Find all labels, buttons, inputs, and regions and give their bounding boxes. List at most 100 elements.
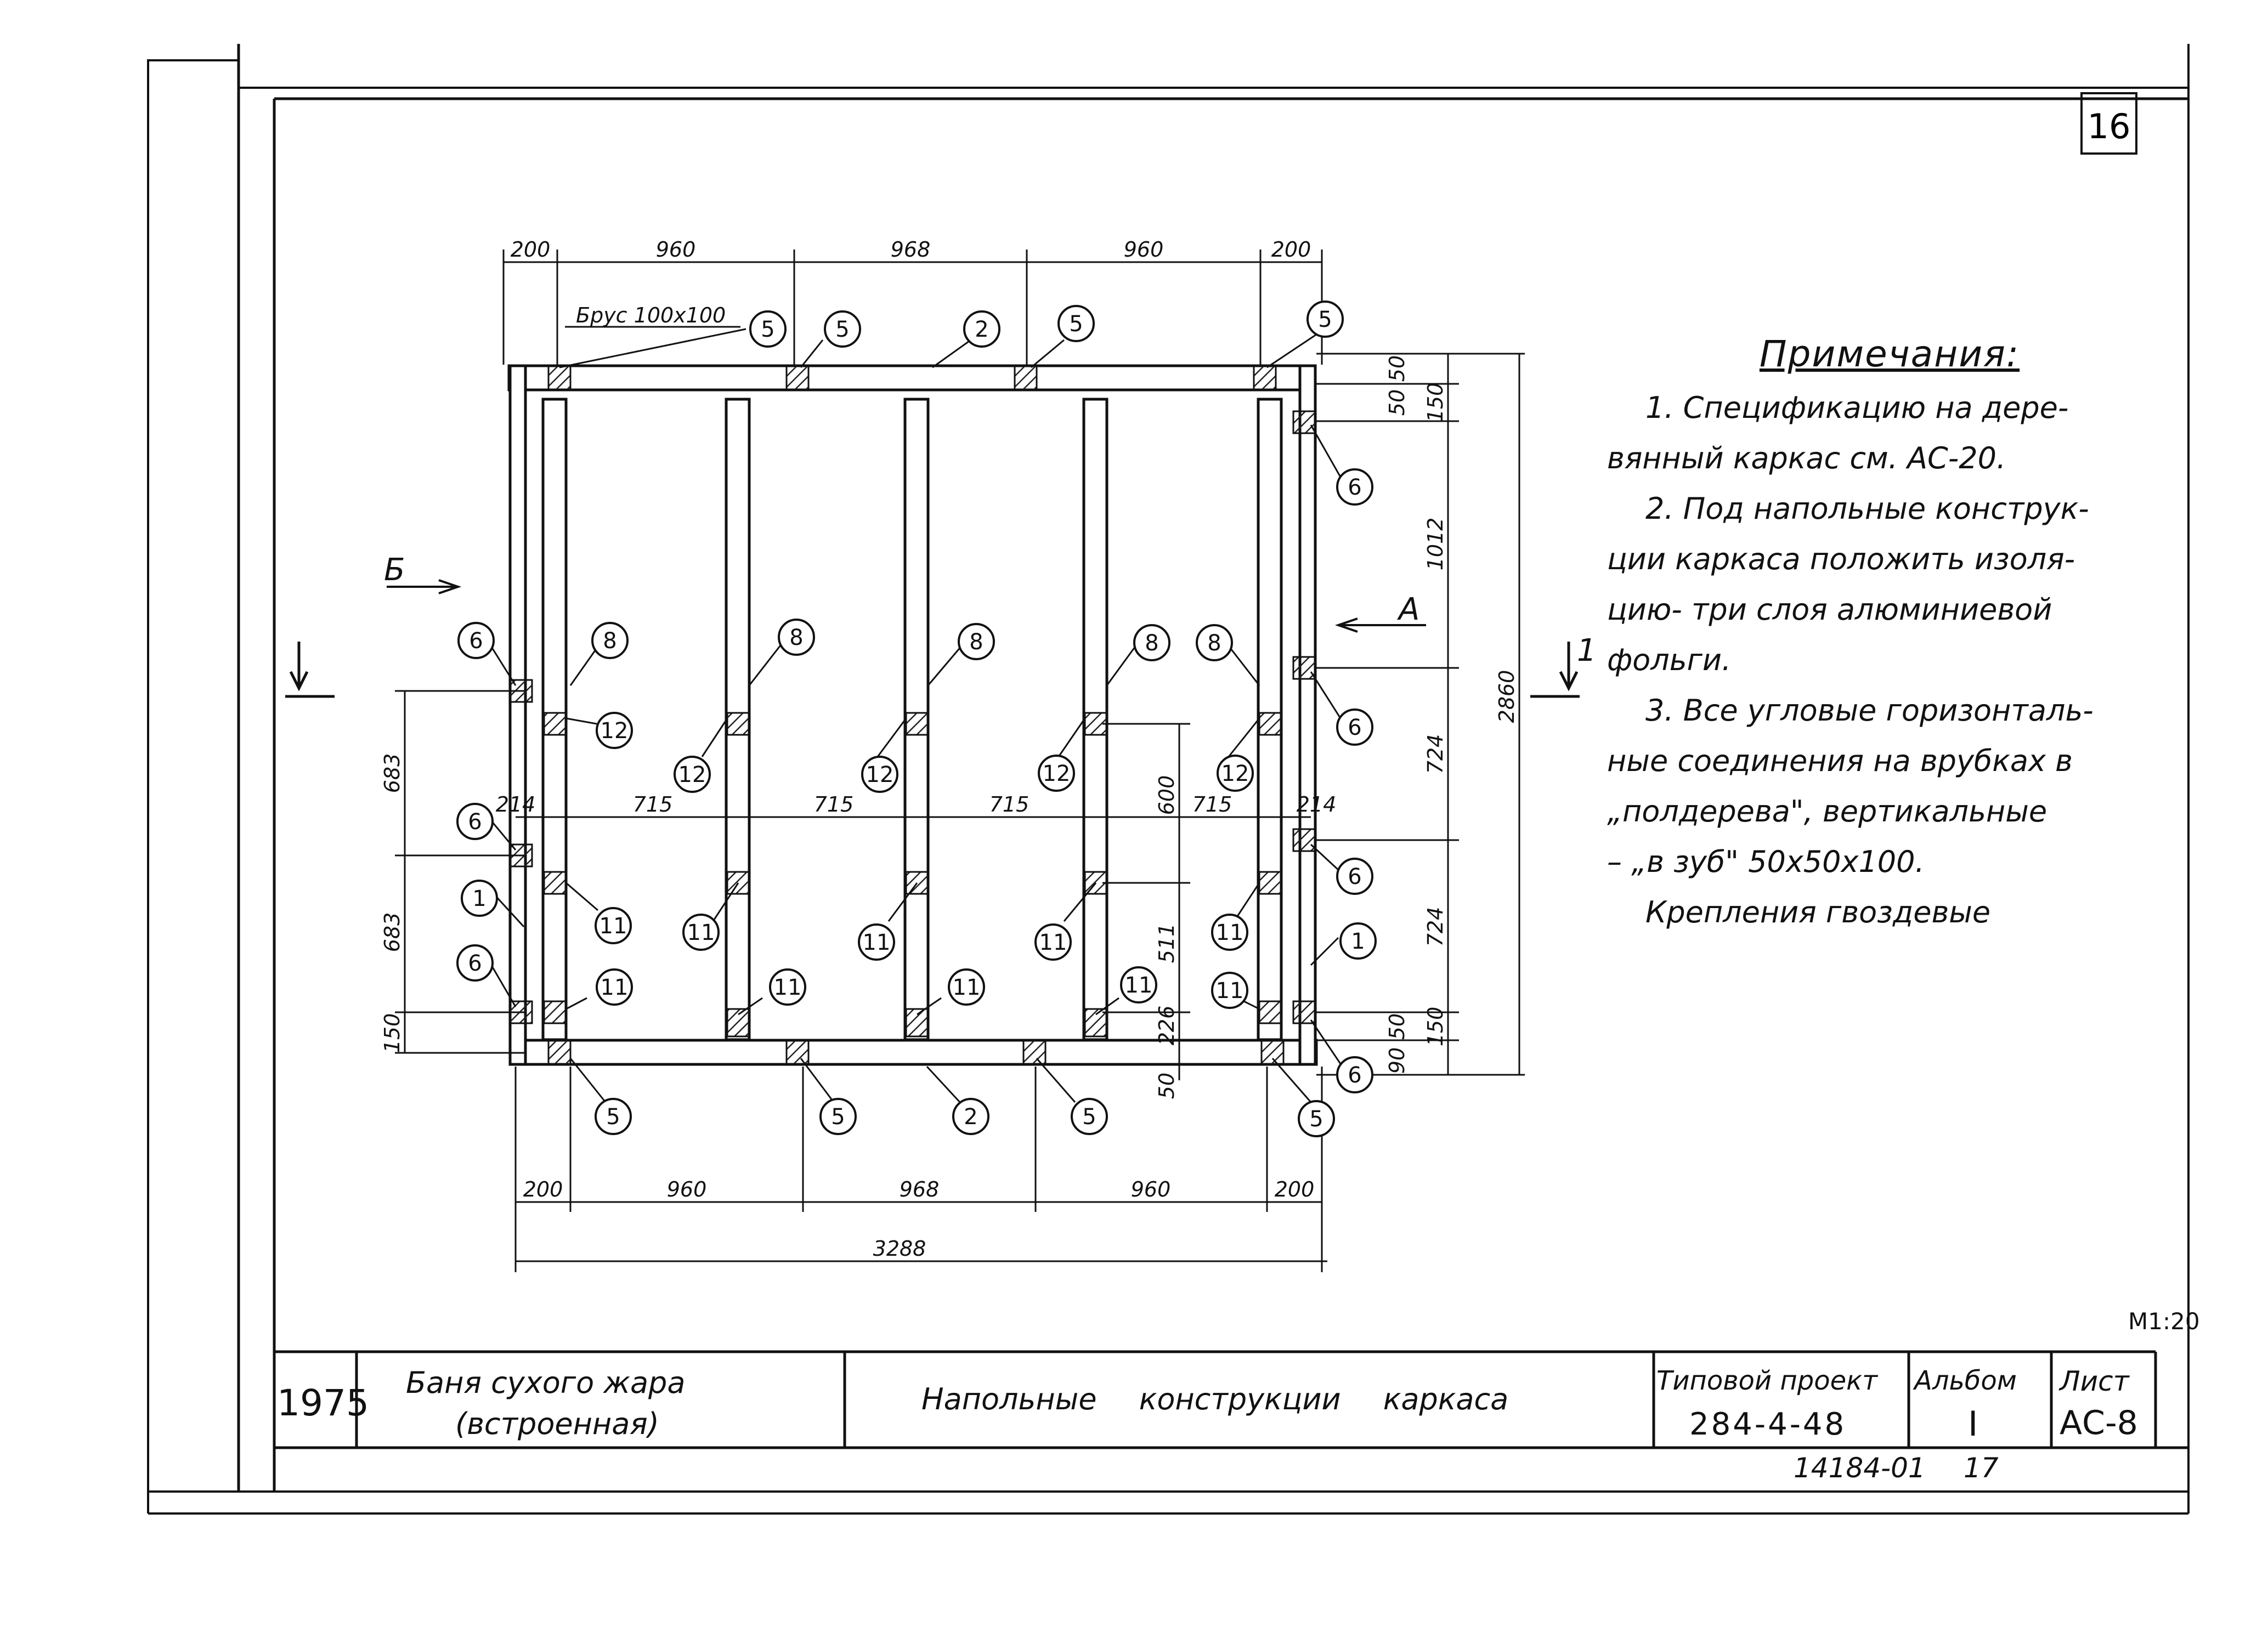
marker-8: 8 (1145, 631, 1158, 656)
dim-bottom-3: 968 (900, 1177, 940, 1201)
note-line: цию- три слоя алюминиевой (1607, 592, 2052, 627)
hatched-joints (509, 365, 1316, 1065)
note-line: фольги. (1607, 643, 1732, 677)
sheet-frame (147, 44, 2190, 1515)
marker-11: 11 (774, 975, 802, 1000)
marker-11: 11 (1039, 930, 1067, 955)
sheet-number: 16 (2088, 106, 2131, 146)
dim-inner-4: 50 (1155, 1073, 1179, 1099)
dim-mid-1: 214 (496, 792, 536, 817)
marker-6: 6 (1348, 1063, 1361, 1088)
marker-6: 6 (1348, 715, 1361, 740)
project-label: Типовой проект (1656, 1365, 1878, 1396)
dim-total-height: 2860 (1495, 670, 1519, 723)
marker-5: 5 (761, 317, 774, 342)
dim-mid-5: 715 (1192, 792, 1232, 817)
marker-6: 6 (1348, 864, 1361, 889)
dim-right-5: 724 (1423, 734, 1447, 774)
note-line: ные соединения на врубках в (1607, 744, 2073, 778)
project-number: 284-4-48 (1689, 1407, 1847, 1442)
marker-6: 6 (1348, 475, 1361, 500)
marker-1: 1 (472, 886, 486, 911)
year: 1975 (277, 1382, 369, 1424)
marker-12: 12 (866, 762, 894, 787)
marker-11: 11 (599, 914, 627, 939)
dim-right-4: 1012 (1423, 518, 1447, 571)
marker-5: 5 (831, 1104, 845, 1130)
dim-mid-2: 715 (633, 792, 673, 817)
sheet-value: АС-8 (2060, 1404, 2138, 1442)
dim-right-8: 50 (1385, 1013, 1409, 1040)
note-line: Крепления гвоздевые (1645, 895, 1991, 929)
marker-8: 8 (789, 625, 803, 650)
marker-8: 8 (969, 630, 983, 655)
dim-top-4: 960 (1124, 237, 1164, 262)
dim-top-1: 200 (511, 237, 551, 262)
sheet-label: Лист (2060, 1365, 2129, 1397)
dim-left-2: 683 (380, 912, 404, 953)
marker-11: 11 (863, 930, 891, 955)
marker-5: 5 (1069, 311, 1083, 337)
dim-right-6: 724 (1423, 907, 1447, 947)
marker-2: 2 (964, 1104, 977, 1130)
section-marks (285, 579, 1580, 698)
dim-inner-1: 600 (1155, 775, 1179, 815)
dim-right-7: 150 (1423, 1007, 1447, 1047)
dim-bottom-2: 960 (667, 1177, 707, 1201)
sheet-number-box: 16 (2080, 92, 2137, 155)
marker-8: 8 (603, 628, 617, 654)
marker-11: 11 (1125, 973, 1153, 998)
marker-11: 11 (953, 975, 981, 1000)
marker-6: 6 (468, 809, 482, 835)
note-line: 1. Спецификацию на дере- (1645, 390, 2069, 425)
album-value: I (1968, 1404, 1978, 1444)
scale-label: М1:20 (2128, 1308, 2200, 1335)
dim-inner-2: 511 (1155, 923, 1179, 963)
notes-block: Примечания: 1. Спецификацию на дере- вян… (1607, 329, 2172, 938)
section-1-label: 1 (1577, 633, 1597, 668)
marker-12: 12 (678, 762, 706, 787)
dimension-lines (395, 250, 1525, 1272)
note-line: 2. Под напольные конструк- (1645, 491, 2089, 526)
drawing-title: Напольные конструкции каркаса (921, 1382, 1509, 1416)
dim-inner-3: 226 (1155, 1006, 1179, 1046)
dim-bottom-5: 200 (1275, 1177, 1315, 1201)
dim-bottom-1: 200 (523, 1177, 563, 1201)
notes-title: Примечания: (1759, 333, 2020, 375)
marker-1: 1 (1351, 929, 1365, 954)
marker-5: 5 (1082, 1104, 1096, 1130)
note-line: „полдерева", вертикальные (1607, 794, 2048, 829)
note-line: вянный каркас см. АС-20. (1607, 441, 2006, 475)
archive-page: 17 (1964, 1452, 1999, 1484)
dim-total-width: 3288 (873, 1237, 926, 1261)
marker-11: 11 (687, 920, 715, 945)
section-b-label: Б (384, 552, 405, 588)
note-line: ции каркаса положить изоля- (1607, 542, 2075, 576)
title-block (274, 1350, 2188, 1449)
dim-left-1: 683 (380, 753, 404, 793)
dim-left-3: 150 (380, 1013, 404, 1053)
marker-12: 12 (1043, 761, 1071, 786)
dim-top-3: 968 (891, 237, 931, 262)
position-markers (456, 301, 1377, 1137)
archive-number: 14184-01 (1794, 1452, 1926, 1484)
dim-mid-6: 214 (1297, 792, 1337, 817)
marker-6: 6 (468, 951, 482, 976)
marker-5: 5 (835, 317, 849, 342)
section-a-label: А (1397, 592, 1419, 627)
object-name-line1: Баня сухого жара (406, 1365, 686, 1400)
dim-mid-3: 715 (814, 792, 854, 817)
dim-top-2: 960 (656, 237, 696, 262)
marker-11: 11 (1216, 978, 1244, 1004)
marker-5: 5 (1318, 307, 1332, 332)
dim-right-1: 50 (1385, 355, 1409, 382)
marker-12: 12 (601, 718, 629, 744)
note-line: – „в зуб" 50х50х100. (1607, 844, 1925, 879)
dim-top-5: 200 (1271, 237, 1311, 262)
marker-2: 2 (975, 317, 988, 342)
marker-12: 12 (1221, 761, 1249, 786)
marker-5: 5 (606, 1104, 620, 1130)
dim-right-9: 90 (1385, 1047, 1409, 1074)
marker-5: 5 (1309, 1107, 1323, 1132)
